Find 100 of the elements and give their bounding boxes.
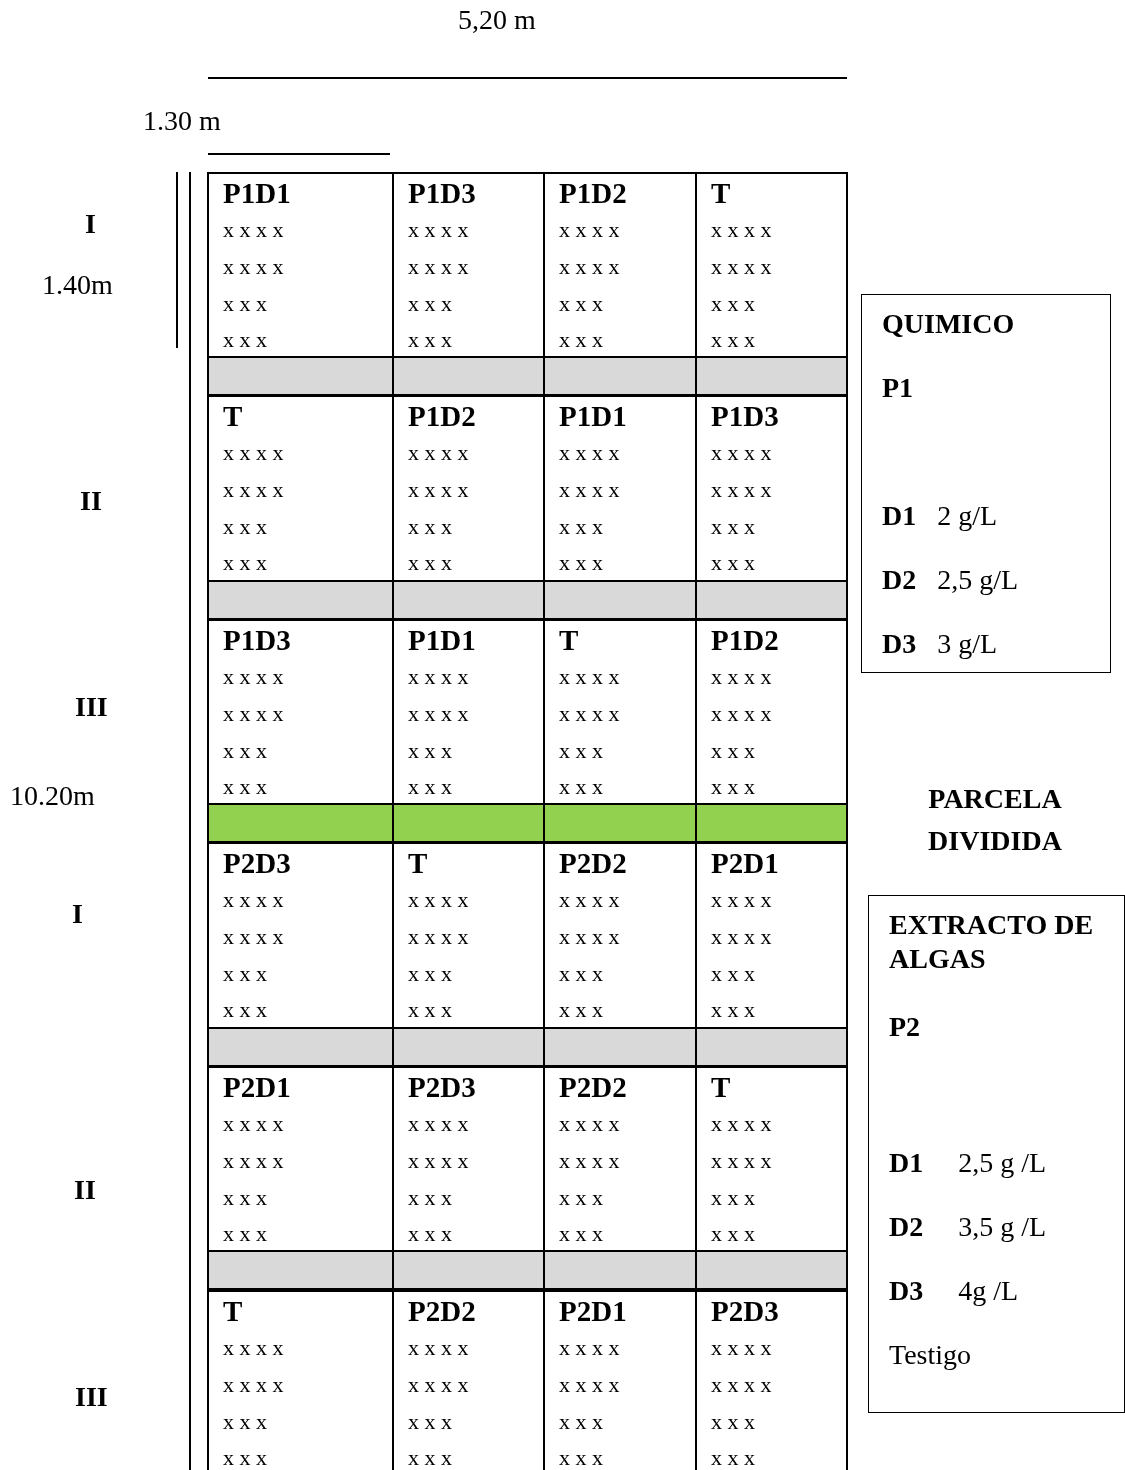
- plant-row: x x x x: [408, 1111, 469, 1137]
- plant-row: x x x x: [559, 701, 620, 727]
- legend-heading: EXTRACTO DE ALGAS: [889, 908, 1095, 976]
- plant-row: x x x: [711, 774, 755, 800]
- plot-code: P1D2: [408, 400, 476, 432]
- plant-row: x x x x: [711, 701, 772, 727]
- dimension-label: 1.30 m: [143, 104, 221, 138]
- plant-row: x x x x: [408, 664, 469, 690]
- plant-row: x x x x: [408, 477, 469, 503]
- plot-code: P1D1: [408, 624, 476, 656]
- plant-row: x x x x: [559, 477, 620, 503]
- plant-row: x x x: [223, 1221, 267, 1247]
- plot-cell: [695, 395, 848, 582]
- plant-row: x x x x: [711, 217, 772, 243]
- plant-row: x x x x: [711, 1372, 772, 1398]
- plot-code: P1D3: [408, 177, 476, 209]
- block-label: III: [75, 1380, 108, 1414]
- plant-row: x x x: [408, 961, 452, 987]
- plot-code: T: [559, 624, 579, 656]
- plot-code: P2D3: [223, 847, 291, 879]
- plant-row: x x x: [223, 997, 267, 1023]
- plant-row: x x x x: [223, 477, 284, 503]
- plant-row: x x x: [711, 961, 755, 987]
- plant-row: x x x: [408, 291, 452, 317]
- treatment-title: PARCELA DIVIDIDA: [927, 782, 1063, 858]
- plant-row: x x x: [559, 997, 603, 1023]
- plant-row: x x x: [223, 1185, 267, 1211]
- plant-row: x x x x: [223, 1148, 284, 1174]
- plant-row: x x x: [223, 738, 267, 764]
- plant-row: x x x: [408, 738, 452, 764]
- plant-row: x x x: [223, 327, 267, 353]
- plant-row: x x x x: [223, 701, 284, 727]
- plant-row: x x x: [711, 1221, 755, 1247]
- plant-row: x x x: [559, 961, 603, 987]
- plant-row: x x x x: [559, 254, 620, 280]
- plot-code: T: [223, 400, 243, 432]
- plot-code: P2D1: [559, 1295, 627, 1327]
- plant-row: x x x: [711, 1185, 755, 1211]
- plot-cell: [207, 1290, 394, 1470]
- plant-row: x x x x: [559, 1148, 620, 1174]
- legend-text: P2: [889, 1010, 922, 1044]
- plant-row: x x x: [711, 514, 755, 540]
- dimension-label: 1.40m: [42, 268, 113, 302]
- plot-cell: [695, 1290, 848, 1470]
- plant-row: x x x x: [408, 440, 469, 466]
- plant-row: x x x x: [711, 1111, 772, 1137]
- plant-row: x x x x: [408, 701, 469, 727]
- plant-row: x x x x: [408, 924, 469, 950]
- plant-row: x x x x: [711, 254, 772, 280]
- plot-code: P1D2: [711, 624, 779, 656]
- plant-row: x x x: [408, 550, 452, 576]
- plant-row: x x x: [559, 1409, 603, 1435]
- plant-row: x x x: [223, 1409, 267, 1435]
- plant-row: x x x x: [223, 1111, 284, 1137]
- plant-row: x x x: [559, 1185, 603, 1211]
- plant-row: x x x x: [559, 924, 620, 950]
- plant-row: x x x x: [559, 887, 620, 913]
- plot-code: P2D1: [711, 847, 779, 879]
- plot-code: P1D2: [559, 177, 627, 209]
- plant-row: x x x: [223, 961, 267, 987]
- plant-row: x x x: [559, 1221, 603, 1247]
- legend-text: D1 2 g/L: [882, 499, 999, 533]
- plot-code: T: [408, 847, 428, 879]
- block-label: II: [80, 484, 102, 518]
- plant-row: x x x x: [223, 217, 284, 243]
- plot-code: P2D1: [223, 1071, 291, 1103]
- plot-cell: [207, 1066, 394, 1252]
- block-label: II: [74, 1173, 96, 1207]
- plant-row: x x x x: [711, 887, 772, 913]
- plot-cell: [695, 619, 848, 805]
- legend-text: D2 2,5 g/L: [882, 563, 1020, 597]
- plot-cell: [207, 619, 394, 805]
- plot-code: P1D3: [711, 400, 779, 432]
- plant-row: x x x x: [711, 477, 772, 503]
- plant-row: x x x x: [408, 254, 469, 280]
- plot-cell: [207, 842, 394, 1029]
- plot-cell: [695, 1066, 848, 1252]
- legend-heading: QUIMICO: [882, 307, 1016, 341]
- plant-row: x x x x: [559, 1111, 620, 1137]
- plot-code: P1D1: [223, 177, 291, 209]
- plot-code: P2D2: [559, 1071, 627, 1103]
- plant-row: x x x x: [559, 217, 620, 243]
- plot-code: P2D3: [711, 1295, 779, 1327]
- plant-row: x x x x: [559, 1335, 620, 1361]
- plant-row: x x x: [711, 291, 755, 317]
- plant-row: x x x: [408, 1409, 452, 1435]
- plant-row: x x x: [408, 514, 452, 540]
- legend-text: D3 3 g/L: [882, 627, 999, 661]
- plant-row: x x x x: [711, 1148, 772, 1174]
- plant-row: x x x: [711, 550, 755, 576]
- plot-cell: [695, 172, 848, 358]
- plant-row: x x x: [559, 738, 603, 764]
- plant-row: x x x x: [711, 440, 772, 466]
- legend-text: P1: [882, 371, 915, 405]
- plant-row: x x x x: [711, 924, 772, 950]
- plot-code: P2D2: [408, 1295, 476, 1327]
- block-label: I: [85, 207, 96, 241]
- plant-row: x x x x: [223, 924, 284, 950]
- plant-row: x x x x: [559, 664, 620, 690]
- plant-row: x x x x: [223, 664, 284, 690]
